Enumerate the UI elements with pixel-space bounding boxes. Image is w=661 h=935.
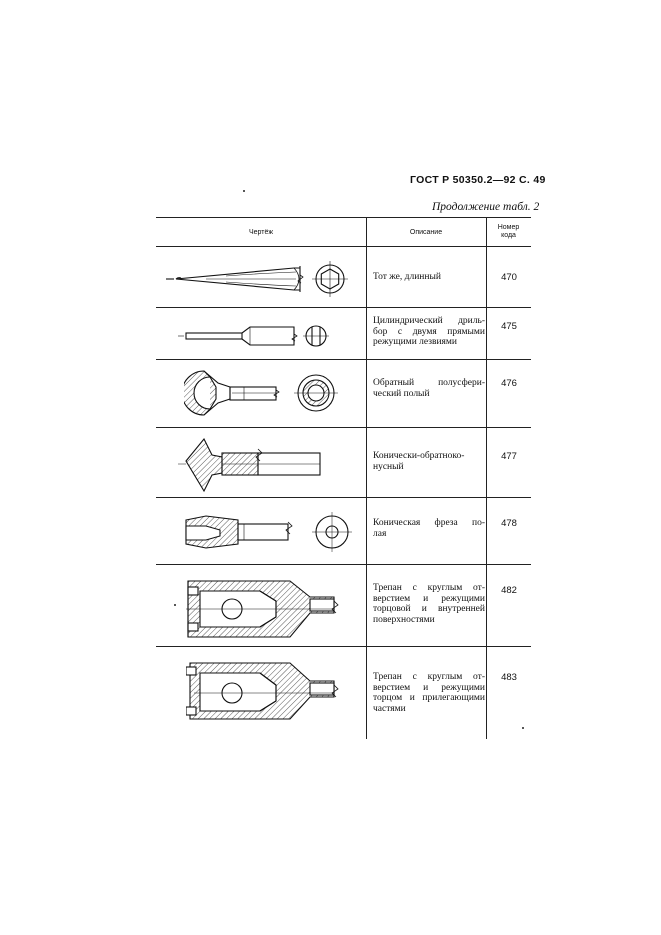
row-description-476: Обратный полусфери- ческий полый [373,378,485,399]
row-separator [156,307,531,308]
column-header-code: Номер кода [497,224,520,239]
column-divider [486,217,487,739]
row-description-475: Цилиндрический дриль- бор с двумя прямым… [373,316,485,347]
header-bottom-rule [156,246,531,247]
tool-drawing-478 [185,512,352,552]
row-description-483: Трепан с круглым от- верстием и режущими… [373,672,485,714]
row-code-482: 482 [501,585,517,596]
stray-dot [522,727,524,729]
row-separator [156,646,531,647]
table-continuation-label: Продолжение табл. 2 [432,201,540,213]
table-top-rule [156,217,531,218]
column-divider [366,217,367,739]
row-separator [156,427,531,428]
row-code-478: 478 [501,518,517,529]
row-description-470: Тот же, длинный [373,272,441,282]
row-separator [156,497,531,498]
stray-dot [174,604,176,606]
tool-drawing-470 [166,261,348,297]
tool-drawing-475 [178,325,329,347]
tool-drawing-483 [186,662,339,720]
row-code-476: 476 [501,378,517,389]
tool-drawing-477 [178,437,321,493]
row-code-483: 483 [501,672,517,683]
row-code-470: 470 [501,272,517,283]
page-header: ГОСТ Р 50350.2—92 С. 49 [410,174,546,186]
row-code-475: 475 [501,321,517,332]
row-description-477: Конически-обратноко- нусный [373,451,465,472]
tools-table: Чертёж Описание Номер кода [156,217,531,739]
row-description-478: Коническая фреза по- лая [373,518,485,539]
tool-drawing-476 [184,370,338,416]
row-description-482: Трепан с круглым от- верстием и режущими… [373,583,485,625]
row-separator [156,564,531,565]
tool-drawing-482 [186,580,339,638]
row-separator [156,359,531,360]
stray-dot [243,190,245,192]
column-header-drawing: Чертёж [248,229,274,236]
column-header-description: Описание [409,229,443,236]
row-code-477: 477 [501,451,517,462]
